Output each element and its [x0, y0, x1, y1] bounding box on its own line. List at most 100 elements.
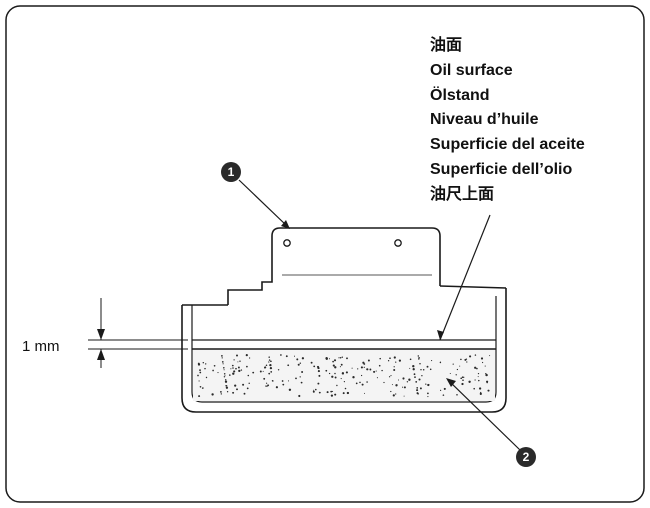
oil-speck — [264, 366, 266, 369]
oil-speck — [464, 358, 467, 361]
oil-speck — [359, 381, 361, 384]
oil-speck — [420, 368, 422, 371]
oil-speck — [282, 383, 285, 386]
oil-speck — [298, 394, 301, 398]
oil-speck — [265, 385, 267, 387]
oil-speck — [474, 366, 477, 369]
oil-speck — [443, 387, 446, 390]
oil-tank-outer-wall — [181, 288, 507, 413]
oil-speck — [422, 369, 425, 371]
callout-1-number: 1 — [228, 165, 235, 179]
oil-speck — [224, 380, 228, 383]
oil-speck — [198, 380, 200, 382]
oil-speck — [237, 366, 240, 369]
oil-speck — [299, 362, 302, 364]
oil-speck — [391, 384, 393, 386]
oil-speck — [419, 387, 422, 390]
oil-speck — [462, 379, 464, 381]
oil-speck — [204, 367, 206, 370]
oil-speck — [267, 384, 270, 387]
oil-speck — [233, 370, 236, 373]
oil-speck — [199, 385, 202, 388]
oil-speck — [326, 391, 329, 394]
oil-speck — [387, 360, 390, 362]
oil-speck — [252, 371, 255, 374]
oil-speck — [239, 360, 241, 362]
oil-speck — [268, 356, 270, 358]
oil-speck — [355, 382, 358, 385]
oil-speck — [288, 388, 292, 391]
oil-speck — [427, 396, 429, 398]
oil-speck — [315, 388, 317, 391]
oil-speck — [363, 366, 365, 368]
oil-speck — [343, 381, 345, 383]
oil-speck — [398, 359, 401, 362]
callout-1-leader — [238, 179, 288, 227]
oil-speck — [295, 377, 297, 380]
oil-speck — [415, 381, 418, 383]
label-zh-oil-surface: 油面 — [430, 35, 462, 54]
dimension-arrow-top-head — [97, 329, 105, 340]
oil-speck — [357, 368, 359, 370]
oil-speck — [248, 357, 251, 359]
oil-speck — [416, 389, 419, 392]
oil-speck — [487, 389, 490, 392]
oil-speck — [461, 382, 464, 386]
label-de-oil-surface: Ölstand — [430, 85, 490, 104]
oil-speck — [366, 368, 369, 371]
oil-speck — [259, 370, 262, 373]
oil-speck — [486, 382, 488, 384]
callout-1-arrow — [281, 220, 290, 229]
label-fr-oil-surface: Niveau d’huile — [430, 111, 539, 128]
oil-speck — [223, 376, 226, 378]
oil-speck — [301, 357, 305, 360]
oil-speck — [479, 392, 482, 395]
oil-speck — [199, 369, 201, 372]
oil-speck — [412, 368, 415, 371]
oil-speck — [367, 359, 370, 362]
oil-speck — [402, 386, 404, 388]
oil-speck — [418, 378, 421, 381]
oil-speck — [268, 361, 270, 363]
oil-speck — [202, 361, 205, 364]
oil-speck — [281, 380, 284, 382]
oil-speck — [265, 364, 268, 367]
oil-speck — [383, 381, 385, 384]
oil-speck — [468, 380, 471, 383]
oil-speck — [419, 363, 421, 365]
oil-speck — [217, 372, 219, 374]
oil-speck — [224, 375, 226, 377]
oil-speck — [409, 367, 411, 369]
oil-speck — [205, 363, 207, 365]
oil-speck — [460, 377, 463, 380]
oil-speck — [334, 366, 337, 369]
oil-speck — [219, 390, 222, 393]
oil-speck — [378, 364, 381, 367]
frame-border — [5, 5, 645, 503]
oil-speck — [393, 368, 396, 372]
oil-speck — [245, 354, 248, 357]
oil-speck — [390, 375, 392, 377]
oil-speck — [442, 394, 445, 396]
oil-speck — [476, 367, 478, 370]
oil-speck — [330, 390, 333, 393]
oil-speck — [197, 363, 201, 366]
oil-stipple — [197, 354, 491, 398]
oil-speck — [455, 374, 457, 376]
oil-speck — [473, 387, 475, 390]
oil-speck — [381, 369, 383, 372]
oil-speck — [421, 375, 423, 377]
oil-speck — [340, 363, 343, 366]
oil-speck — [413, 373, 416, 376]
oil-speck — [344, 387, 347, 390]
oil-speck — [317, 370, 320, 373]
oil-speck — [232, 367, 234, 369]
oil-speck — [389, 357, 391, 360]
oil-speck — [429, 368, 432, 371]
oil-speck — [312, 390, 315, 393]
plate-hole-right — [394, 239, 402, 247]
oil-speck — [236, 388, 238, 391]
oil-speck — [225, 386, 229, 389]
oil-speck — [301, 371, 304, 373]
oil-speck — [300, 381, 303, 384]
